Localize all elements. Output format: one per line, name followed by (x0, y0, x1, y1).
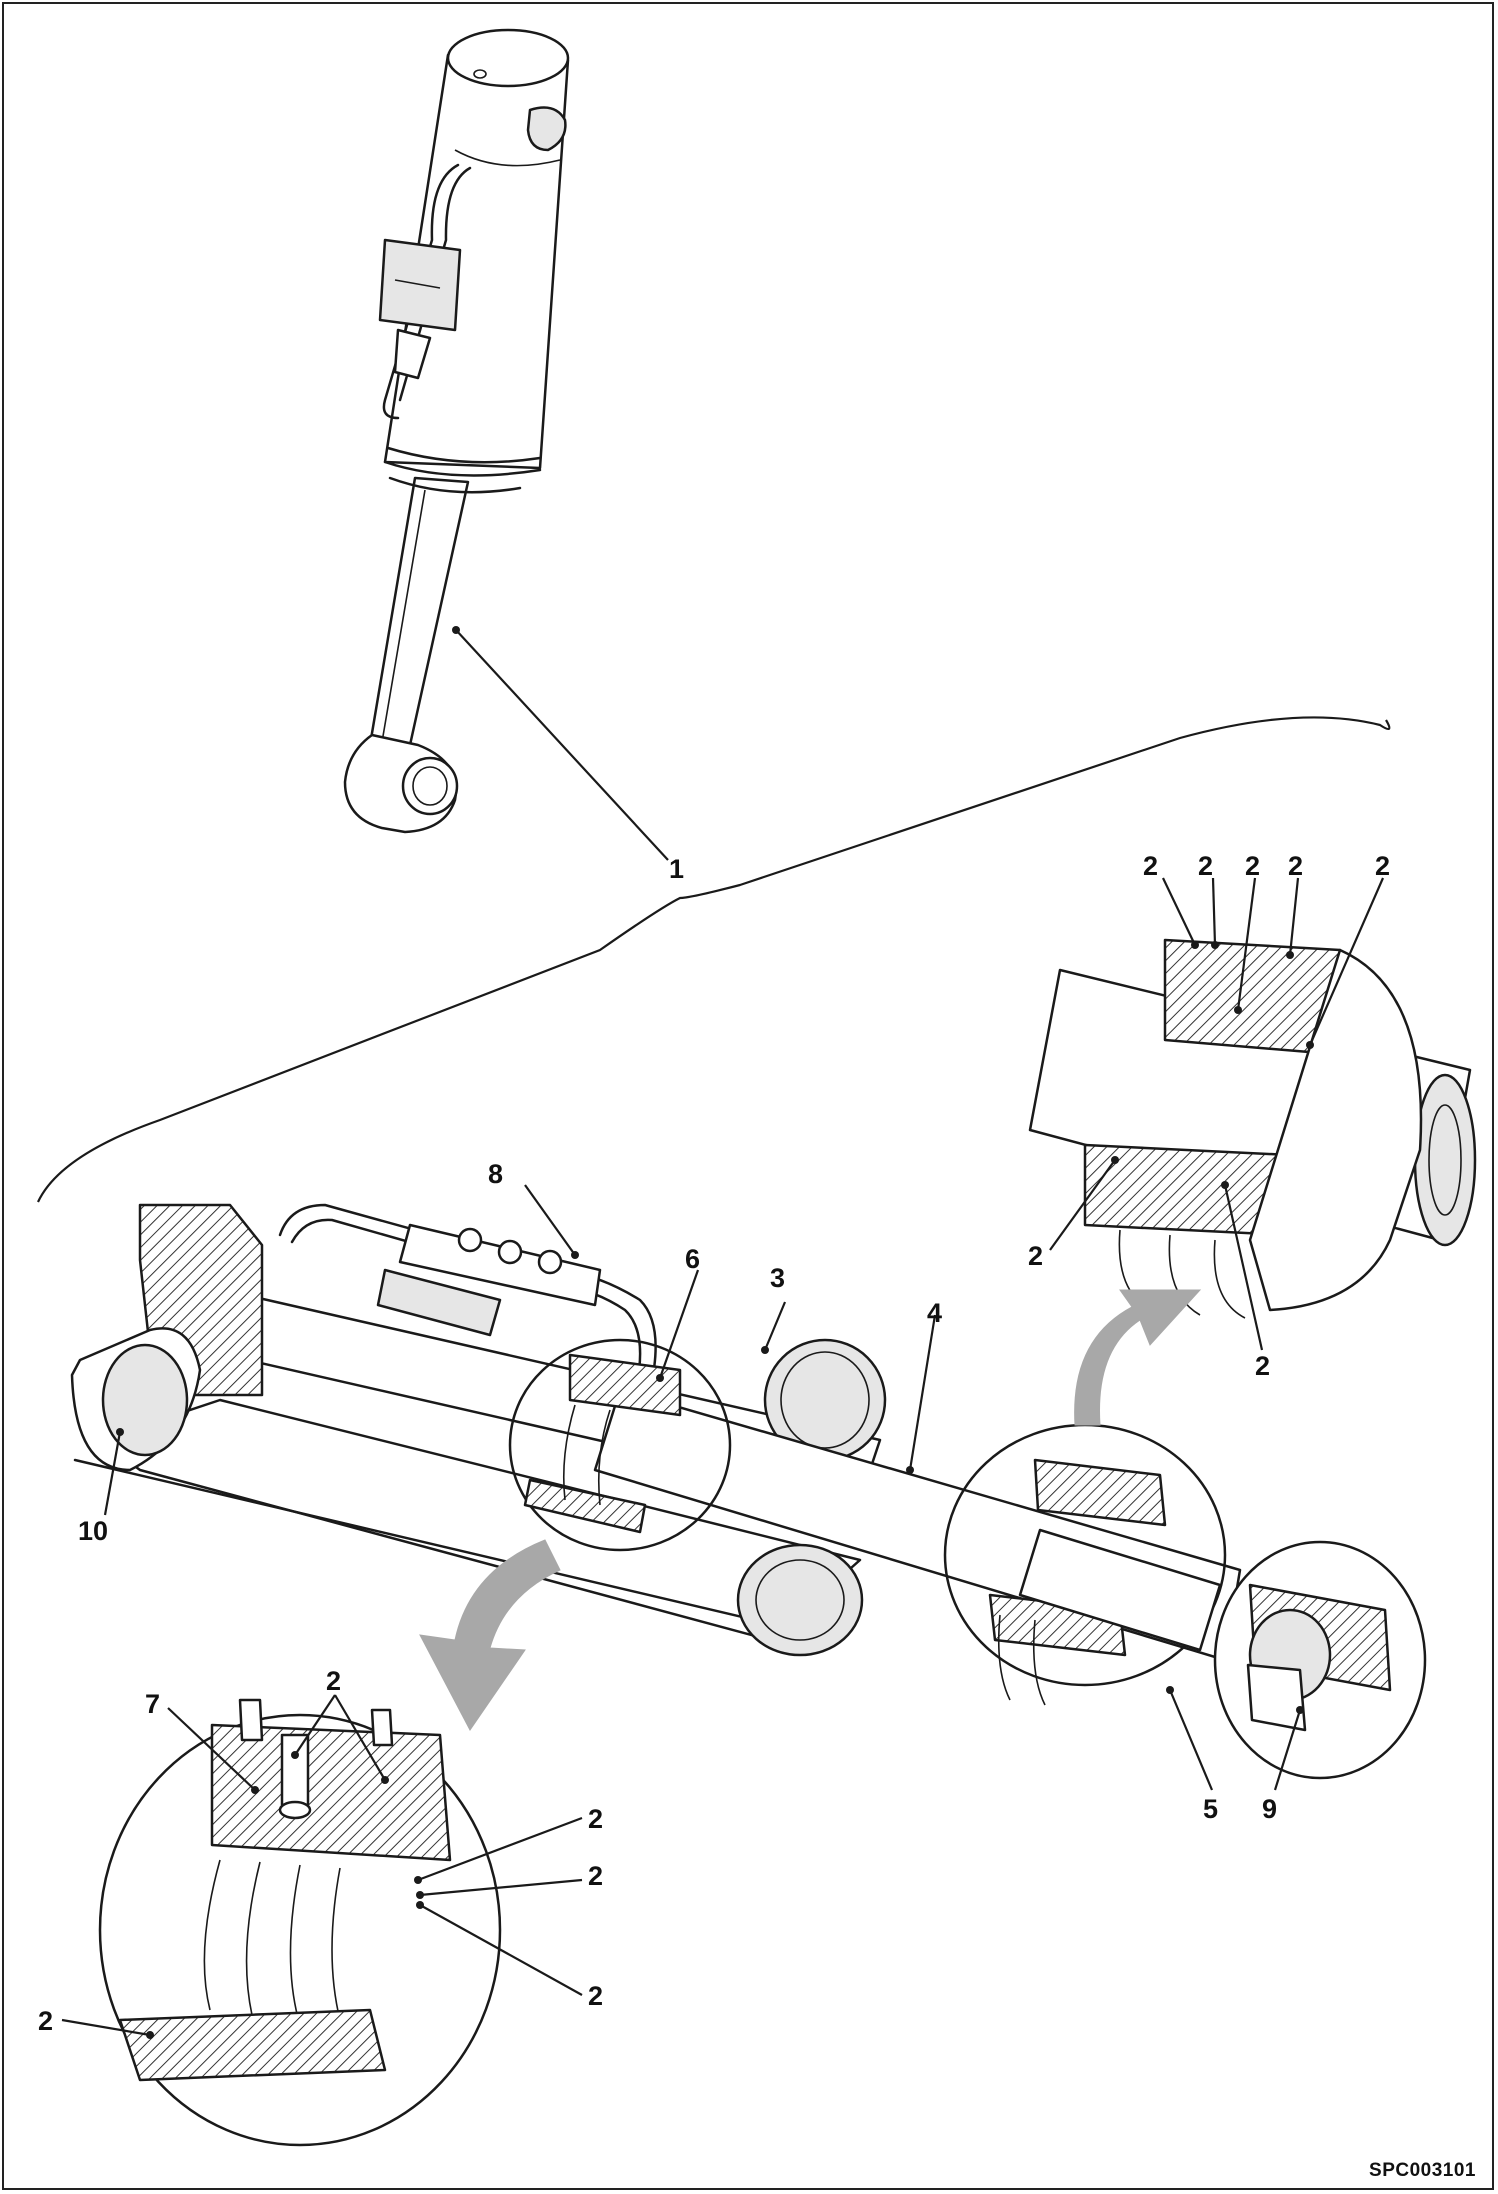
external-pipe (382, 163, 460, 420)
callout-2: 2 (1245, 851, 1260, 881)
inset-piston-body (210, 1723, 452, 1862)
callout-7: 7 (145, 1689, 160, 1719)
cutaway-cylinder (70, 1184, 1242, 1662)
callout-3: 3 (770, 1263, 785, 1293)
callout-4: 4 (927, 1298, 942, 1328)
callout-2: 2 (1375, 851, 1390, 881)
piston-nut (1213, 1540, 1427, 1791)
gland-detail (943, 1423, 1227, 1791)
gland-section-inset (1028, 877, 1477, 1351)
callout-2: 2 (1288, 851, 1303, 881)
callout-2: 2 (1143, 851, 1158, 881)
callout-2: 2 (588, 1861, 603, 1891)
callout-2: 2 (588, 1981, 603, 2011)
detail-circle-piston-inset (98, 1713, 502, 2147)
piston-section-inset (61, 1694, 583, 2147)
callout-10: 10 (78, 1516, 108, 1546)
callout-9: 9 (1262, 1794, 1277, 1824)
assembled-cylinder (343, 28, 669, 861)
callout-1: 1 (669, 854, 684, 884)
curved-arrow-up-right-icon (1074, 1289, 1202, 1426)
pipe-cutaway (278, 1203, 657, 1392)
piston-rod (368, 476, 470, 747)
check-valve-assembly (376, 1223, 602, 1337)
callout-5: 5 (1203, 1794, 1218, 1824)
callout-2: 2 (1255, 1351, 1270, 1381)
callout-2: 2 (1198, 851, 1213, 881)
callout-6: 6 (685, 1244, 700, 1274)
barrel-top-cap (446, 28, 570, 88)
inset-piston-lower (118, 2008, 387, 2082)
callout-2: 2 (326, 1666, 341, 1696)
curved-arrow-down-left-icon (419, 1539, 561, 1731)
callout-8: 8 (488, 1159, 503, 1189)
figure-code-label: SPC003101 (1369, 2160, 1476, 2181)
rod-eye (343, 733, 459, 834)
detail-circle-piston (508, 1338, 732, 1552)
callout-2: 2 (1028, 1241, 1043, 1271)
assembly-brace (37, 716, 1391, 1203)
callout-2: 2 (38, 2006, 53, 2036)
callout-2: 2 (588, 1804, 603, 1834)
cap-port (526, 106, 567, 152)
